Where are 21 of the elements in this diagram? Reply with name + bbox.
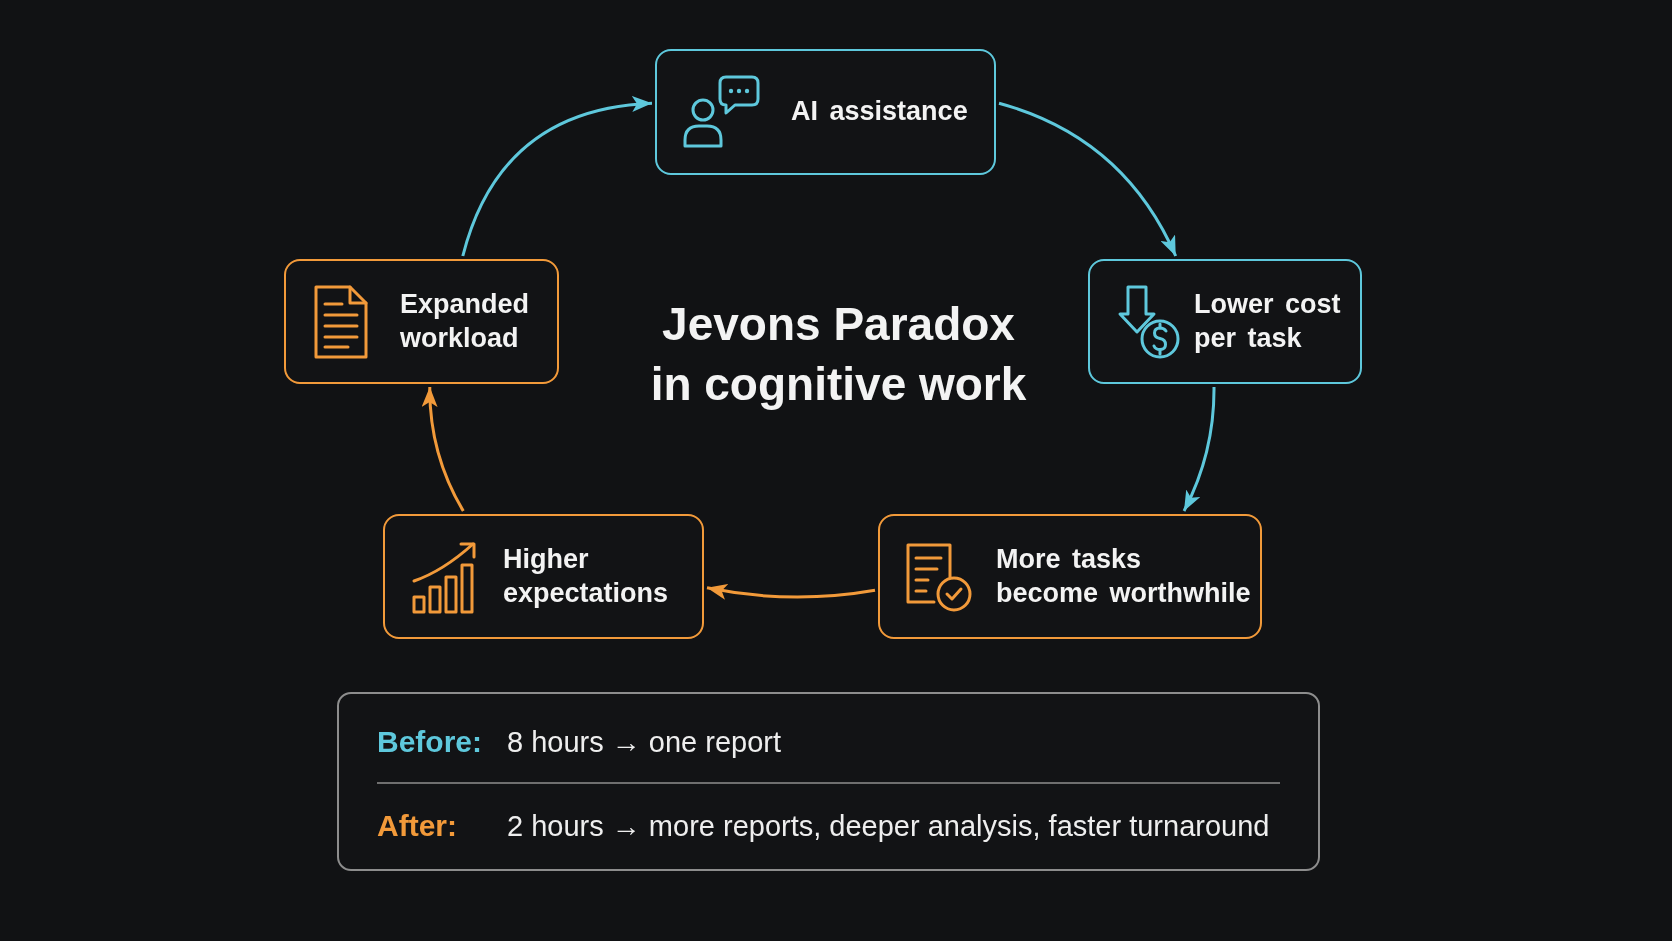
step-label: AI assistance	[791, 95, 968, 129]
step-label: More tasks become worthwhile	[996, 542, 1252, 610]
step-box	[655, 49, 996, 175]
row-heading: Before:	[377, 725, 483, 759]
arrow	[998, 101, 1178, 257]
row-heading: After:	[377, 809, 458, 843]
arrow	[706, 583, 876, 600]
step-box	[383, 514, 704, 639]
step-box	[878, 514, 1262, 639]
arrow	[461, 96, 653, 257]
diagram-title: Jevons Paradox in cognitive work	[649, 297, 1028, 412]
comparison-panel	[337, 692, 1320, 871]
row-text: 8 hours → one report	[507, 725, 783, 759]
row-text: 2 hours → more reports, deeper analysis, faster turnaround	[507, 809, 1271, 843]
arrow	[422, 387, 465, 512]
step-label: Lower cost per task	[1194, 287, 1342, 355]
step-box	[284, 259, 559, 384]
step-box	[1088, 259, 1362, 384]
arrow	[1182, 387, 1216, 512]
step-label: Expanded workload	[400, 287, 531, 355]
step-label: Higher expectations	[503, 542, 670, 610]
